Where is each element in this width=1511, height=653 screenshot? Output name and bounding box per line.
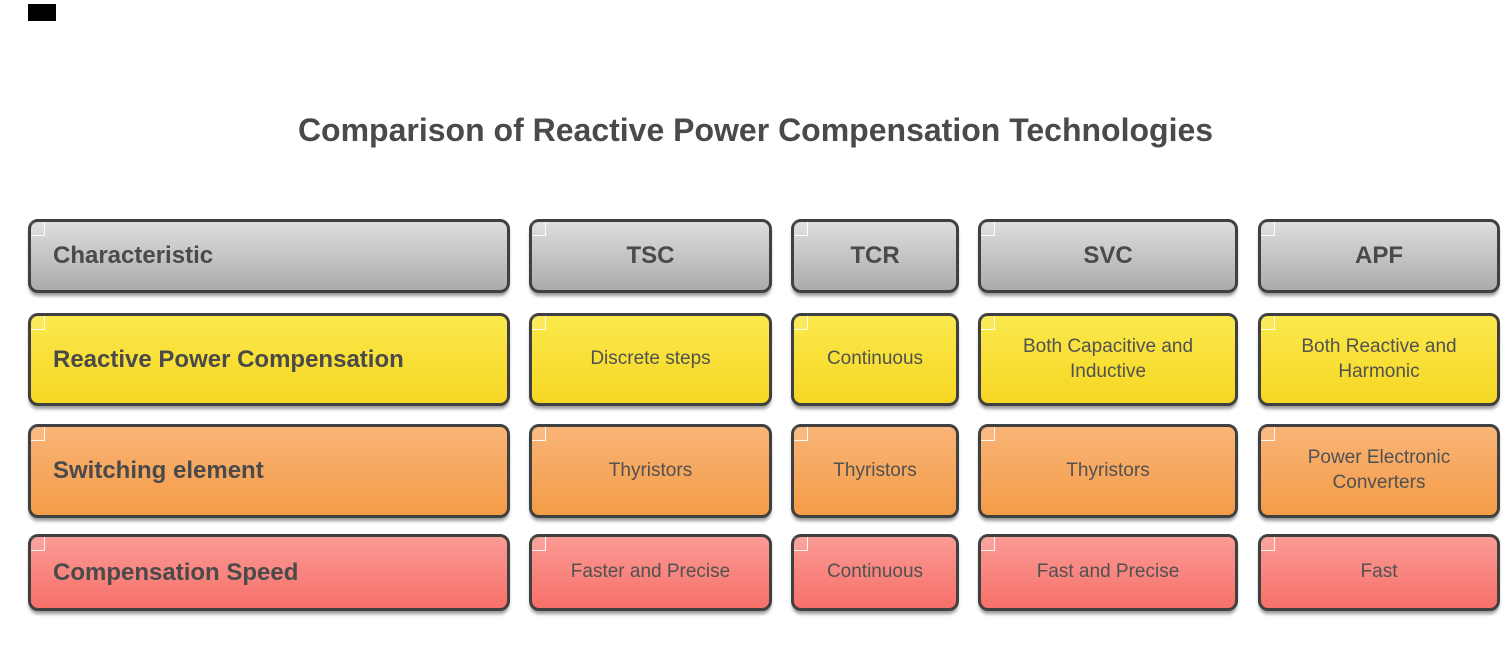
header-cell-svc: SVC: [978, 219, 1238, 293]
cell-svc-reactive-power: Both Capacitive and Inductive: [978, 313, 1238, 406]
corner-mark: [28, 4, 56, 21]
cell-tsc-compensation-speed: Faster and Precise: [529, 534, 772, 611]
cell-svc-compensation-speed: Fast and Precise: [978, 534, 1238, 611]
header-cell-characteristic: Characteristic: [28, 219, 510, 293]
header-cell-apf: APF: [1258, 219, 1500, 293]
page-title: Comparison of Reactive Power Compensatio…: [297, 112, 1214, 148]
header-cell-tcr: TCR: [791, 219, 959, 293]
header-cell-tsc: TSC: [529, 219, 772, 293]
cell-apf-reactive-power: Both Reactive and Harmonic: [1258, 313, 1500, 406]
row-label-reactive-power-compensation: Reactive Power Compensation: [28, 313, 510, 406]
cell-svc-switching-element: Thyristors: [978, 424, 1238, 518]
row-label-compensation-speed: Compensation Speed: [28, 534, 510, 611]
cell-apf-switching-element: Power Electronic Converters: [1258, 424, 1500, 518]
cell-tcr-reactive-power: Continuous: [791, 313, 959, 406]
row-label-switching-element: Switching element: [28, 424, 510, 518]
cell-tsc-reactive-power: Discrete steps: [529, 313, 772, 406]
cell-apf-compensation-speed: Fast: [1258, 534, 1500, 611]
cell-tsc-switching-element: Thyristors: [529, 424, 772, 518]
cell-tcr-switching-element: Thyristors: [791, 424, 959, 518]
cell-tcr-compensation-speed: Continuous: [791, 534, 959, 611]
